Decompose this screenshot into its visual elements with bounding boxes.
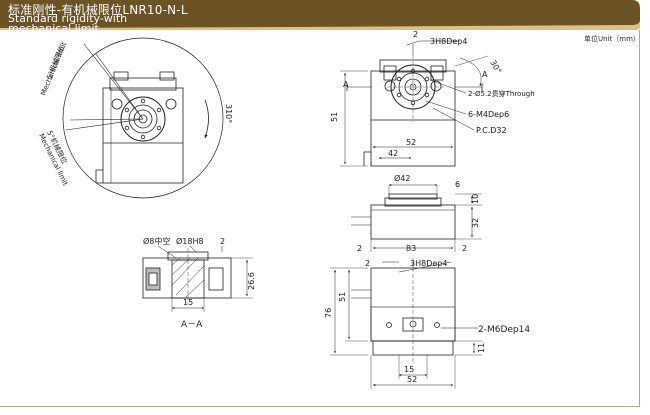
dim-52-top: 52 bbox=[406, 138, 416, 147]
dim-15-front: 15 bbox=[404, 365, 414, 374]
dim-10-side: 10 bbox=[471, 194, 480, 204]
dim-3h8dep4-top: 3H8Dep4 bbox=[430, 37, 467, 46]
dim-6-side: 6 bbox=[455, 180, 460, 189]
dim-52-front: 52 bbox=[407, 375, 417, 384]
title-chinese: 标准刚性-有机械限位LNR10-N-L bbox=[8, 3, 188, 17]
title-banner-shape bbox=[0, 0, 640, 30]
note-pcd: P.C.D32 bbox=[476, 126, 507, 135]
dim-2-side-right: 2 bbox=[462, 244, 467, 253]
note-through-holes: 2-Ø5.2贯穿Through bbox=[468, 89, 535, 98]
dim-2-section: 2 bbox=[220, 237, 225, 246]
front-view bbox=[330, 258, 482, 389]
title-banner: 标准刚性-有机械限位LNR10-N-L Standard rigidity-wi… bbox=[0, 0, 650, 34]
side-view-body bbox=[370, 204, 456, 240]
dim-2-front: 2 bbox=[365, 259, 370, 268]
dim-32-side: 32 bbox=[471, 218, 480, 228]
section-caption: A－A bbox=[181, 320, 203, 330]
note-m6-threads: 2-M6Dep14 bbox=[478, 325, 530, 335]
actuator-body bbox=[102, 87, 184, 184]
dim-51-top: 51 bbox=[330, 112, 339, 122]
dim-15-section: 15 bbox=[183, 298, 193, 307]
dim-76-front: 76 bbox=[324, 308, 333, 318]
unit-label: 单位Unit（mm） bbox=[584, 35, 640, 43]
label-hollow-d8: Ø8中空 bbox=[143, 236, 170, 246]
dim-11-front: 11 bbox=[477, 343, 486, 353]
dim-d42-side: Ø42 bbox=[394, 173, 410, 183]
limit-label-top-en: Mechanical limit bbox=[39, 41, 68, 97]
title-english-line-2: mechanical limit bbox=[8, 22, 99, 35]
section-marker-a-left: A bbox=[343, 80, 349, 89]
title-english: Standard rigidity-with mechanical limit bbox=[8, 12, 128, 35]
label-d18h8: Ø18H8 bbox=[176, 236, 204, 246]
note-m4-threads: 6-M4Dep6 bbox=[468, 110, 509, 119]
title-english-line-1: Standard rigidity-with bbox=[8, 12, 128, 25]
dim-angle-30: 30° bbox=[488, 59, 503, 76]
dim-3h8dep4-front: 3H8Dep4 bbox=[410, 259, 447, 268]
dim-2-top: 2 bbox=[413, 30, 418, 39]
top-right-view bbox=[340, 40, 489, 167]
section-view bbox=[142, 245, 253, 312]
dim-51-front: 51 bbox=[338, 292, 347, 302]
dim-83-side: 83 bbox=[406, 244, 416, 253]
rotation-circle bbox=[62, 37, 224, 199]
side-view bbox=[351, 184, 482, 252]
rotary-table bbox=[120, 96, 166, 142]
drawing-frame bbox=[0, 30, 640, 407]
section-marker-a-right: A bbox=[482, 70, 488, 79]
dim-42-top: 42 bbox=[388, 149, 398, 158]
dim-26-6-section: 26.6 bbox=[247, 272, 256, 290]
dim-2-side-left: 2 bbox=[357, 244, 362, 253]
arc-angle-label: 310° bbox=[224, 104, 233, 123]
top-left-view bbox=[62, 37, 224, 199]
